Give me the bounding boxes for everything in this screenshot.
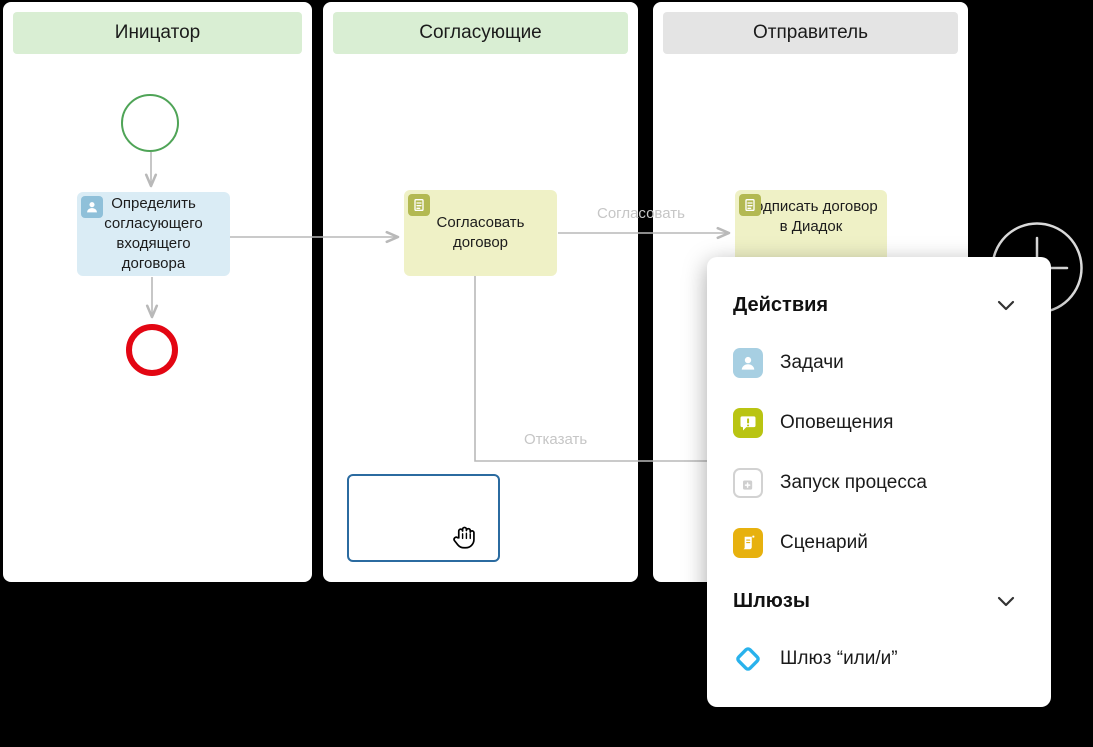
section-header-actions[interactable]: Действия	[733, 285, 1015, 325]
lane-header-sender[interactable]: Отправитель	[663, 12, 958, 54]
lane-header-approvers[interactable]: Согласующие	[333, 12, 628, 54]
section-header-gateways[interactable]: Шлюзы	[733, 581, 1015, 621]
chevron-down-icon	[997, 596, 1015, 606]
palette-item-label: Сценарий	[780, 532, 868, 553]
section-title: Шлюзы	[733, 589, 810, 612]
task-label: Определить согласующего входящего догово…	[104, 195, 203, 272]
section-title: Действия	[733, 293, 829, 316]
task-label: Подписать договор в Диадок	[744, 198, 878, 235]
grab-cursor-icon	[448, 518, 482, 552]
document-task-icon	[408, 194, 430, 216]
palette-item-tasks[interactable]: Задачи	[733, 341, 1015, 385]
palette-item-notifications[interactable]: Оповещения	[733, 401, 1015, 445]
palette-item-label: Запуск процесса	[780, 472, 927, 493]
palette-item-label: Оповещения	[780, 412, 894, 433]
gateway-icon	[733, 644, 763, 674]
chevron-down-icon	[997, 300, 1015, 310]
lane-header-initiator[interactable]: Иницатор	[13, 12, 302, 54]
palette-item-start-process[interactable]: Запуск процесса	[733, 461, 1015, 505]
element-palette-popup: Действия Задачи Оповещен	[707, 257, 1051, 707]
palette-item-script[interactable]: Шлюз “или/и” Сценарий	[733, 521, 1015, 565]
task-define-approver[interactable]: Определить согласующего входящего догово…	[77, 192, 230, 276]
user-task-icon	[733, 348, 763, 378]
notification-icon	[733, 408, 763, 438]
palette-item-gateway[interactable]: Шлюз “или/и”	[733, 637, 1015, 681]
user-task-icon	[81, 196, 103, 218]
palette-item-label: Задачи	[780, 352, 844, 373]
lane-initiator: Иницатор	[3, 2, 312, 582]
palette-item-label: Шлюз “или/и”	[780, 648, 898, 669]
task-label: Согласовать договор	[436, 214, 525, 251]
end-event[interactable]	[126, 324, 178, 376]
document-task-icon	[739, 194, 761, 216]
new-shape-placeholder[interactable]	[347, 474, 500, 562]
task-approve-contract[interactable]: Согласовать договор	[404, 190, 557, 276]
script-icon	[733, 528, 763, 558]
start-process-icon	[733, 468, 763, 498]
start-event[interactable]	[121, 94, 179, 152]
